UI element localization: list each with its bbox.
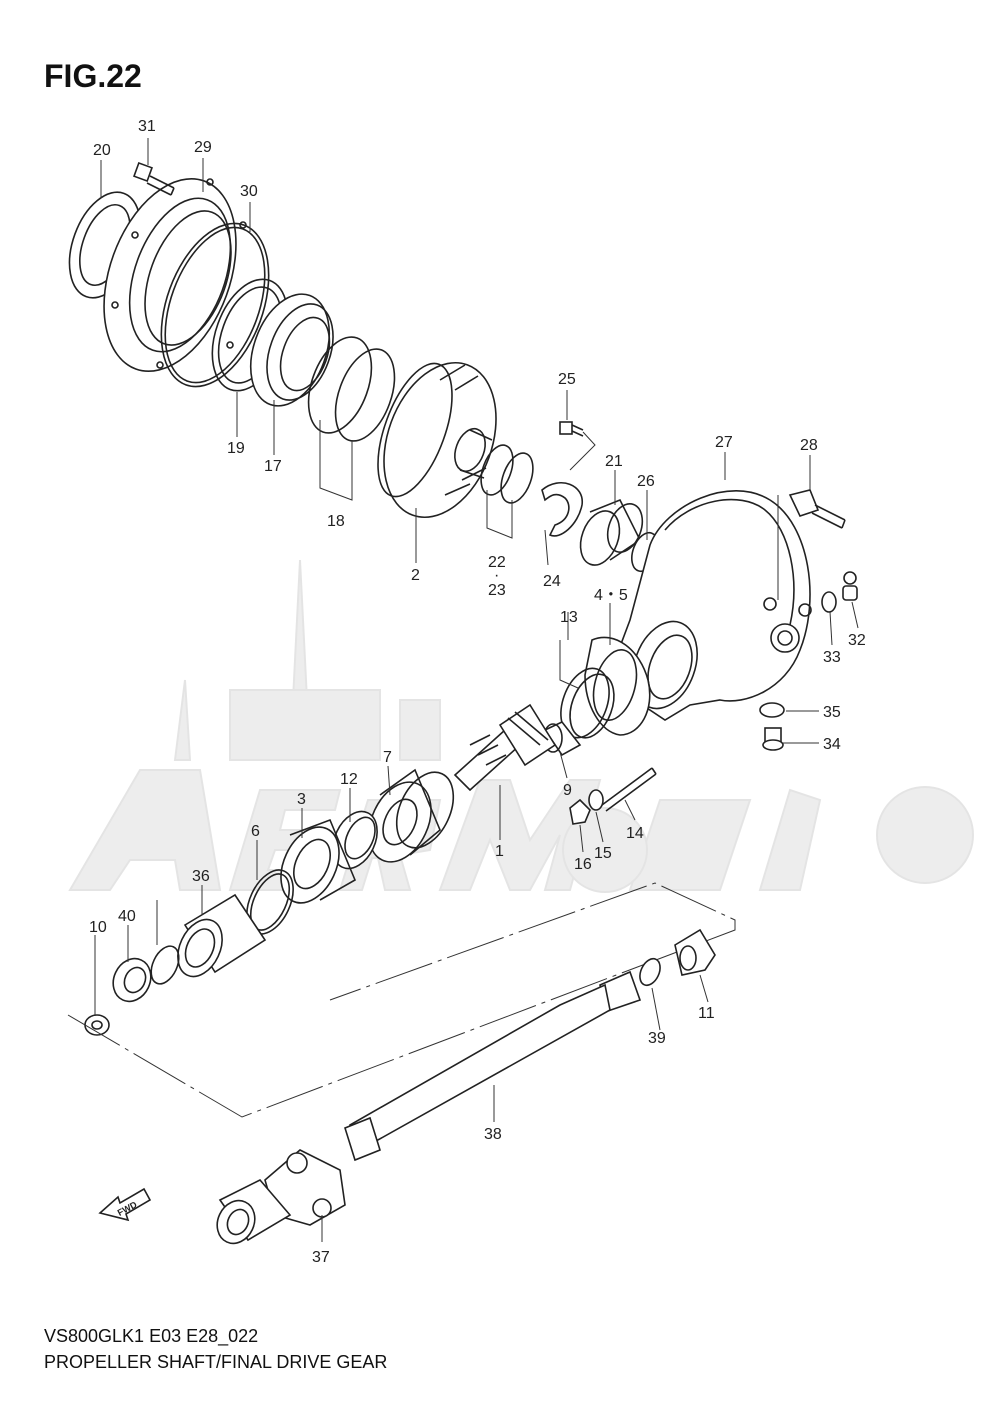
label-36[interactable]: 37 [312,1249,330,1266]
label-16[interactable]: 17 [264,458,282,475]
part-36-universal-joint[interactable] [210,1149,346,1250]
part-39-seal[interactable] [106,952,157,1007]
part-1-pinion-gear[interactable] [453,703,557,792]
label-38[interactable]: 39 [648,1030,666,1047]
part-28-flange-housing[interactable] [79,161,260,390]
part-30-bolt[interactable] [133,162,175,196]
label-10[interactable]: 11 [698,1005,715,1022]
label-30[interactable]: 31 [138,118,156,135]
part-34-washer[interactable] [759,702,785,718]
label-24[interactable]: 25 [558,371,576,388]
label-4-5[interactable]: 4・5 [594,587,628,604]
part-3-lock-nut[interactable] [270,818,357,912]
label-6[interactable]: 6 [251,823,260,840]
part-20-bearing[interactable] [574,498,649,570]
part-27-breather[interactable] [788,489,846,529]
label-19[interactable]: 20 [93,142,111,159]
label-27[interactable]: 28 [800,437,818,454]
label-21[interactable]: 22 [488,554,506,571]
part-10-nut[interactable] [674,928,716,976]
label-20[interactable]: 21 [605,453,623,470]
label-7[interactable]: 7 [383,749,392,766]
label-35[interactable]: 36 [192,868,210,885]
part-4-5-gasket[interactable] [584,636,651,736]
label-23[interactable]: 24 [543,573,561,590]
part-31-plug[interactable] [842,571,858,601]
label-34[interactable]: 35 [823,704,841,721]
label-32[interactable]: 33 [823,649,841,666]
label-13[interactable]: 14 [626,825,644,842]
leader-lines [94,138,859,1242]
part-38-ring[interactable] [636,956,664,989]
label-26[interactable]: 27 [715,434,733,451]
label-8[interactable]: 9 [563,782,572,799]
label-21-22-dot: · [494,567,499,584]
label-2[interactable]: 2 [411,567,420,584]
part-15-nut[interactable] [569,798,591,825]
label-11[interactable]: 12 [340,771,358,788]
part-13-stud[interactable] [601,767,657,812]
part-33-drain-plug[interactable] [762,727,784,751]
model-code: VS800GLK1 E03 E28_022 [44,1326,259,1346]
label-22[interactable]: 23 [488,582,506,599]
label-33[interactable]: 34 [823,736,841,753]
label-12[interactable]: 13 [560,609,578,626]
part-14-washer[interactable] [588,789,604,811]
label-25[interactable]: 26 [637,473,655,490]
part-40-circlip[interactable] [146,942,185,988]
label-29[interactable]: 30 [240,183,258,200]
label-17[interactable]: 18 [327,513,345,530]
label-15[interactable]: 16 [574,856,592,873]
part-21-22-shims[interactable] [475,441,539,539]
label-28[interactable]: 29 [194,139,212,156]
part-29-o-ring[interactable] [141,209,289,402]
figure-caption: PROPELLER SHAFT/FINAL DRIVE GEAR [44,1352,388,1372]
part-24-bolt[interactable] [559,421,596,471]
label-39[interactable]: 40 [118,908,136,925]
part-7-bearing[interactable] [357,763,465,872]
part-17-shim-set[interactable] [297,328,406,501]
part-32-gasket[interactable] [821,591,837,613]
part-23-stopper[interactable] [541,481,583,566]
figure-title: FIG.22 [44,58,142,94]
part-37-propeller-shaft[interactable] [344,970,642,1162]
label-14[interactable]: 15 [594,845,612,862]
part-35-coupling[interactable] [169,893,267,984]
watermark-logo [68,559,974,893]
label-31[interactable]: 32 [848,632,866,649]
label-18[interactable]: 19 [227,440,245,457]
part-2-ring-gear[interactable] [363,347,516,533]
part-number-labels: 20 31 29 30 19 17 18 2 22 · 23 24 25 21 … [89,118,866,1266]
label-3[interactable]: 3 [297,791,306,808]
part-16-bearing[interactable] [236,283,345,417]
label-9[interactable]: 10 [89,919,107,936]
label-37[interactable]: 38 [484,1126,502,1143]
fwd-arrow-icon: FWD [98,1187,152,1222]
label-1[interactable]: 1 [495,843,504,860]
